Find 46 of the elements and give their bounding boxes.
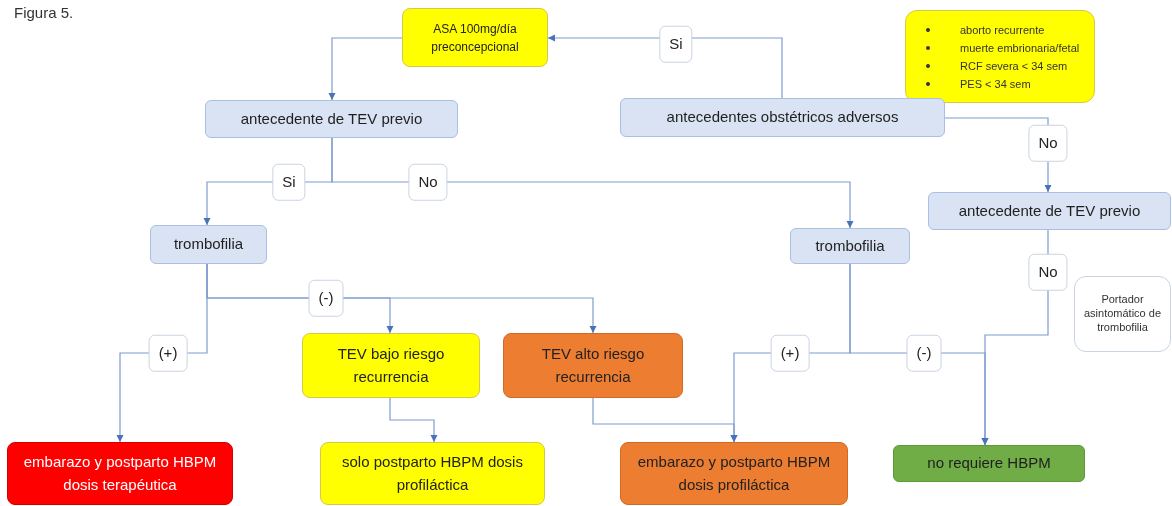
risk-box: [302, 333, 480, 398]
edge-label: No: [1028, 124, 1068, 162]
note-box: [1074, 276, 1171, 352]
recommendation-box: [402, 8, 548, 67]
edge-label: (-): [906, 334, 942, 372]
decision-box: [620, 98, 945, 137]
criteria-item: PES < 34 sem: [960, 76, 1031, 92]
node-text: embarazo y postparto HBPM dosis terapéutica: [22, 452, 218, 495]
node-text: trombofilia: [815, 235, 885, 256]
decision-box: [928, 192, 1171, 230]
node-text: antecedentes obstétricos adversos: [666, 107, 899, 128]
connector-arrow: [206, 263, 597, 334]
risk-box: [503, 333, 683, 398]
node-text: Portador asintomático de trombofilia: [1083, 293, 1162, 335]
decision-box: [790, 228, 910, 264]
node-text: TEV alto riesgo recurrencia: [540, 344, 646, 387]
node-text: solo postparto HBPM dosis profiláctica: [341, 452, 524, 495]
connector-arrow: [331, 137, 854, 229]
decision-box: [150, 225, 267, 264]
criteria-item: RCF severa < 34 sem: [960, 58, 1068, 74]
treatment-box: [320, 442, 545, 505]
edge-label: Si: [272, 163, 306, 201]
edge-label: No: [408, 163, 448, 201]
node-text: antecedente de TEV previo: [958, 200, 1141, 221]
node-text: trombofilia: [173, 234, 244, 255]
edge-label: (-): [308, 279, 344, 317]
edge-label: Si: [659, 25, 693, 63]
node-text: embarazo y postparto HBPM dosis profiláctica: [636, 452, 832, 495]
connector-arrow: [389, 397, 438, 443]
decision-box: [205, 100, 458, 138]
criteria-list-box: [905, 10, 1095, 103]
figure-title: Figura 5.: [14, 3, 74, 23]
treatment-box: [7, 442, 233, 505]
connector-arrow: [547, 34, 783, 99]
treatment-box: [893, 445, 1085, 482]
edge-label: (+): [770, 334, 810, 372]
node-text: TEV bajo riesgo recurrencia: [336, 344, 446, 387]
treatment-box: [620, 442, 848, 505]
criteria-item: aborto recurrente: [960, 22, 1045, 38]
criteria-item: muerte embrionaria/fetal: [960, 40, 1080, 56]
edge-label: No: [1028, 253, 1068, 291]
node-text: ASA 100mg/día preconcepcional: [430, 20, 520, 56]
node-text: antecedente de TEV previo: [240, 108, 423, 129]
edge-label: (+): [148, 334, 188, 372]
node-text: no requiere HBPM: [927, 453, 1051, 474]
connector-arrow: [328, 37, 403, 101]
